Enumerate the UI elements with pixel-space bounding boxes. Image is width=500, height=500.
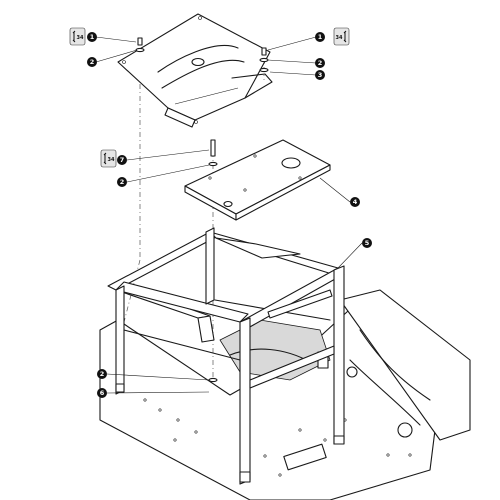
callout: 2 — [315, 58, 325, 68]
torque-value: 34 — [108, 157, 115, 163]
washer-upper-left — [135, 47, 145, 53]
washer-middle — [208, 161, 218, 167]
callout-number: 4 — [353, 198, 358, 206]
spacer-upper-right — [259, 67, 269, 73]
bolt-upper-left — [137, 37, 143, 46]
wrench-icon — [72, 30, 76, 43]
leg-right — [333, 265, 345, 445]
floor-holes — [143, 398, 412, 477]
washer-upper-right — [259, 57, 269, 63]
callout: 2 — [97, 369, 107, 379]
callout: 1 — [315, 32, 325, 42]
base-floor-plate — [99, 289, 471, 500]
foot-back-left — [115, 383, 125, 393]
floor-cutout — [283, 443, 327, 471]
leg-back-center — [205, 227, 215, 305]
callout-number: 1 — [90, 33, 95, 41]
torque-value: 34 — [336, 35, 343, 41]
callout-number: 1 — [318, 33, 323, 41]
callout: 4 — [350, 197, 360, 207]
callout: 5 — [362, 238, 372, 248]
torque-value: 34 — [77, 35, 84, 41]
top-cover-plate — [117, 13, 273, 128]
foot-right — [333, 435, 345, 445]
torque-badge: 34 — [69, 27, 86, 46]
wrench-icon — [343, 30, 347, 43]
leg-front — [239, 317, 251, 485]
callout-number: 7 — [120, 156, 125, 164]
callout-number: 6 — [100, 389, 105, 397]
callout-number: 2 — [318, 59, 323, 67]
support-frame — [107, 227, 345, 485]
callout: 7 — [117, 155, 127, 165]
wrench-icon — [103, 152, 107, 165]
leader-lines — [95, 36, 363, 394]
middle-plate — [184, 139, 331, 221]
leg-back-left — [115, 285, 125, 395]
callout: 3 — [315, 70, 325, 80]
torque-badge: 34 — [100, 149, 117, 168]
callout-number: 3 — [318, 71, 323, 79]
bolt-upper-right — [261, 47, 267, 56]
callout-number: 2 — [90, 58, 95, 66]
callout-number: 2 — [120, 178, 125, 186]
callout: 2 — [87, 57, 97, 67]
torque-badge: 34 — [333, 27, 350, 46]
callout: 6 — [97, 388, 107, 398]
bolt-middle — [210, 139, 216, 157]
callout-number: 5 — [365, 239, 370, 247]
foot-front — [239, 471, 251, 483]
callout: 1 — [87, 32, 97, 42]
callout-number: 2 — [100, 370, 105, 378]
callout: 2 — [117, 177, 127, 187]
